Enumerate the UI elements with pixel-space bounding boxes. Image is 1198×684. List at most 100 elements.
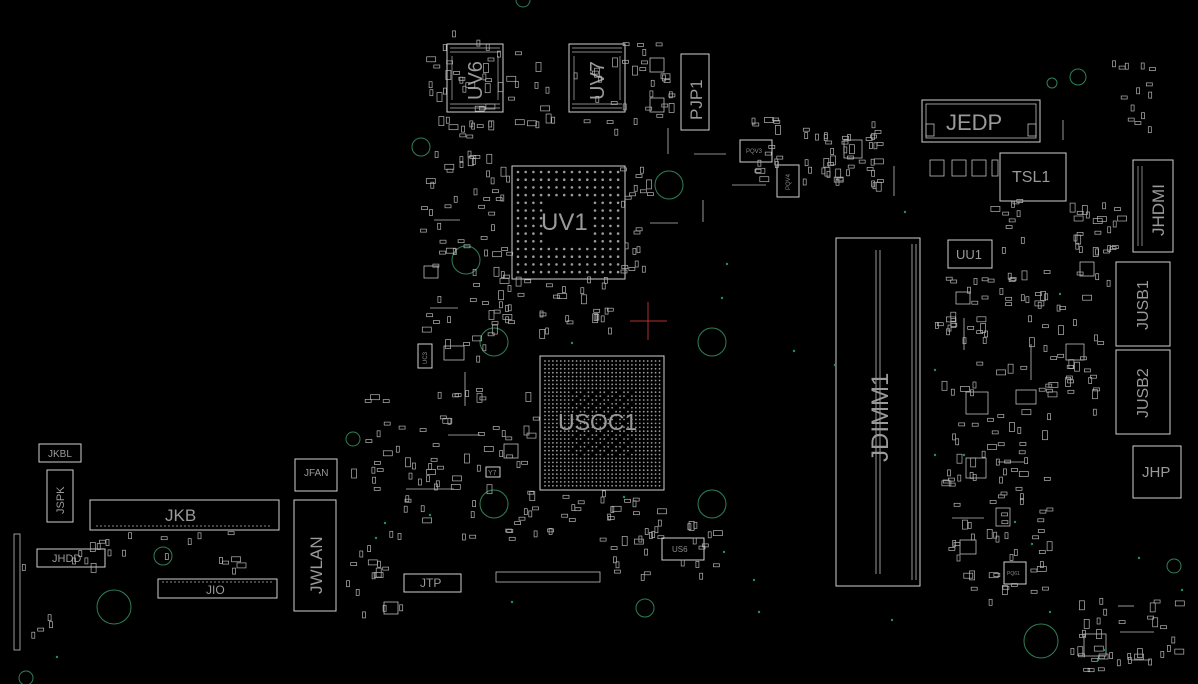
solder-ball bbox=[563, 406, 566, 409]
label-pqv4: PQV4 bbox=[786, 173, 792, 190]
smd-passive bbox=[1067, 379, 1074, 384]
component-pq61[interactable]: PQ61 bbox=[1003, 561, 1027, 585]
connector-jspk[interactable]: JSPK bbox=[46, 469, 74, 523]
smd-passive bbox=[841, 140, 849, 145]
smd-passive bbox=[1009, 554, 1014, 561]
connector-jhdmi[interactable]: JHDMI bbox=[1132, 159, 1174, 253]
solder-ball bbox=[634, 364, 637, 366]
chip-uv6[interactable]: UV6 bbox=[446, 43, 504, 113]
solder-ball bbox=[555, 391, 558, 394]
solder-ball bbox=[575, 449, 578, 452]
solder-ball bbox=[532, 240, 535, 243]
connector-jfan[interactable]: JFAN bbox=[294, 458, 338, 492]
solder-ball bbox=[615, 410, 617, 413]
solder-ball bbox=[575, 391, 578, 394]
smd-passive bbox=[568, 518, 576, 522]
smd-passive bbox=[539, 310, 544, 318]
solder-ball bbox=[591, 473, 594, 475]
smd-passive bbox=[442, 44, 447, 51]
solder-ball bbox=[611, 457, 614, 460]
smd-passive bbox=[551, 116, 556, 124]
smd-passive bbox=[1103, 249, 1110, 254]
chip-usoc1[interactable]: USOC1 bbox=[539, 355, 665, 491]
smd-passive bbox=[1090, 374, 1097, 379]
connector-jhp[interactable]: JHP bbox=[1132, 445, 1182, 499]
smd-passive bbox=[1153, 599, 1161, 604]
smd-passive bbox=[21, 564, 26, 571]
solder-ball bbox=[593, 247, 597, 251]
solder-ball bbox=[611, 461, 614, 464]
solder-ball bbox=[555, 426, 558, 429]
solder-ball bbox=[634, 457, 637, 460]
smd-passive bbox=[981, 295, 989, 300]
solder-ball bbox=[567, 442, 570, 444]
label-usoc1: USOC1 bbox=[558, 409, 637, 435]
solder-ball bbox=[555, 360, 558, 362]
solder-ball bbox=[634, 395, 637, 397]
smd-passive bbox=[989, 500, 997, 504]
connector-pjp1[interactable]: PJP1 bbox=[680, 53, 710, 131]
solder-ball bbox=[654, 426, 657, 429]
smd-passive bbox=[999, 288, 1004, 295]
smd-passive bbox=[858, 159, 866, 164]
solder-ball bbox=[642, 375, 645, 378]
solder-ball bbox=[563, 426, 566, 429]
solder-ball bbox=[646, 387, 649, 390]
chip-uv1[interactable]: UV1 bbox=[511, 165, 626, 280]
smd-passive bbox=[606, 307, 614, 312]
connector-jio[interactable]: JIO bbox=[157, 578, 278, 599]
solder-ball bbox=[638, 410, 641, 413]
smd-passive bbox=[1095, 248, 1099, 256]
smd-passive bbox=[950, 311, 957, 322]
solder-ball bbox=[650, 434, 653, 436]
solder-ball bbox=[627, 391, 629, 394]
component-pqv4[interactable]: PQV4 bbox=[776, 164, 800, 198]
solder-ball bbox=[658, 422, 661, 425]
solder-ball bbox=[642, 461, 645, 464]
solder-ball bbox=[532, 263, 535, 266]
smd-passive bbox=[428, 463, 433, 470]
component-y7[interactable]: Y7 bbox=[485, 466, 501, 478]
solder-ball bbox=[552, 469, 554, 472]
solder-ball bbox=[575, 481, 578, 483]
connector-jkb[interactable]: JKB bbox=[89, 499, 280, 531]
solder-ball bbox=[548, 438, 550, 440]
component-uc3[interactable]: UC3 bbox=[417, 343, 433, 369]
solder-ball bbox=[611, 453, 614, 456]
connector-jusb2[interactable]: JUSB2 bbox=[1115, 349, 1171, 435]
solder-ball bbox=[593, 240, 597, 243]
smd-passive bbox=[403, 505, 408, 513]
connector-jtp[interactable]: JTP bbox=[403, 573, 462, 593]
smd-passive bbox=[408, 472, 413, 480]
solder-ball bbox=[619, 481, 621, 483]
solder-ball bbox=[611, 438, 614, 440]
smd-passive bbox=[454, 393, 462, 397]
connector-jusb1[interactable]: JUSB1 bbox=[1115, 261, 1171, 347]
solder-ball bbox=[559, 442, 562, 444]
component-us6[interactable]: US6 bbox=[661, 537, 705, 561]
connector-jdimm1[interactable]: JDIMM1 bbox=[835, 237, 921, 587]
solder-ball bbox=[631, 461, 633, 464]
solder-ball bbox=[615, 414, 617, 417]
connector-jkbl[interactable]: JKBL bbox=[38, 443, 82, 463]
smd-passive bbox=[474, 105, 485, 112]
component-pqv3[interactable]: PQV3 bbox=[739, 139, 773, 163]
smd-passive bbox=[1078, 246, 1083, 253]
smd-passive bbox=[529, 491, 536, 501]
smd-passive bbox=[950, 279, 958, 284]
smd-passive bbox=[1082, 294, 1092, 301]
chip-uu1[interactable]: UU1 bbox=[947, 239, 993, 269]
solder-ball bbox=[578, 263, 581, 266]
connector-jedp[interactable]: JEDP bbox=[921, 99, 1041, 143]
connector-jwlan[interactable]: JWLAN bbox=[293, 499, 337, 612]
solder-ball bbox=[616, 193, 620, 197]
solder-ball bbox=[587, 469, 590, 472]
solder-ball bbox=[595, 395, 598, 397]
solder-ball bbox=[587, 406, 590, 409]
connector-jhdd[interactable]: JHDD bbox=[36, 548, 106, 568]
label-jtp: JTP bbox=[420, 576, 441, 590]
solder-ball bbox=[607, 422, 610, 425]
component-tsl1[interactable]: TSL1 bbox=[999, 152, 1067, 202]
smd-passive bbox=[557, 293, 568, 299]
